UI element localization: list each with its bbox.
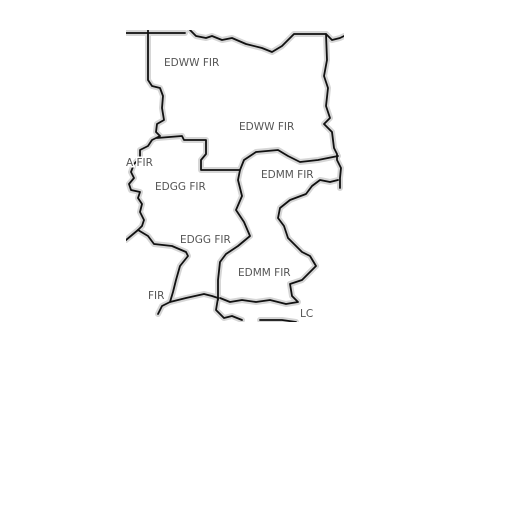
east-boundary: [323, 33, 342, 189]
label-edmm-south[interactable]: EDMM FIR: [238, 267, 291, 279]
fir-boundaries: [126, 30, 344, 322]
austria-boundary-stub: [259, 319, 297, 322]
fir-labels: EDWW FIR EDWW FIR A FIR EDGG FIR EDMM FI…: [126, 57, 314, 320]
southwest-boundary: [137, 229, 219, 303]
label-edgg-south[interactable]: EDGG FIR: [179, 233, 233, 248]
label-southwest-partial[interactable]: FIR: [148, 290, 164, 302]
swiss-boundary-stub: [157, 301, 171, 315]
west-boundary: [126, 30, 165, 241]
north-coast-boundary: [189, 30, 344, 53]
south-boundary-stub: [215, 297, 243, 321]
label-southeast-partial[interactable]: LC: [300, 308, 313, 320]
label-west-partial[interactable]: A FIR: [126, 156, 154, 171]
label-edww-north[interactable]: EDWW FIR: [164, 57, 219, 69]
map-tile: EDWW FIR EDWW FIR A FIR EDGG FIR EDMM FI…: [126, 30, 344, 322]
edgg-edmm-boundary: [217, 169, 251, 301]
czech-boundary: [219, 179, 339, 305]
label-edgg-north[interactable]: EDGG FIR: [155, 181, 206, 193]
label-edmm-north[interactable]: EDMM FIR: [261, 169, 314, 181]
label-edww-south[interactable]: EDWW FIR: [239, 121, 294, 133]
